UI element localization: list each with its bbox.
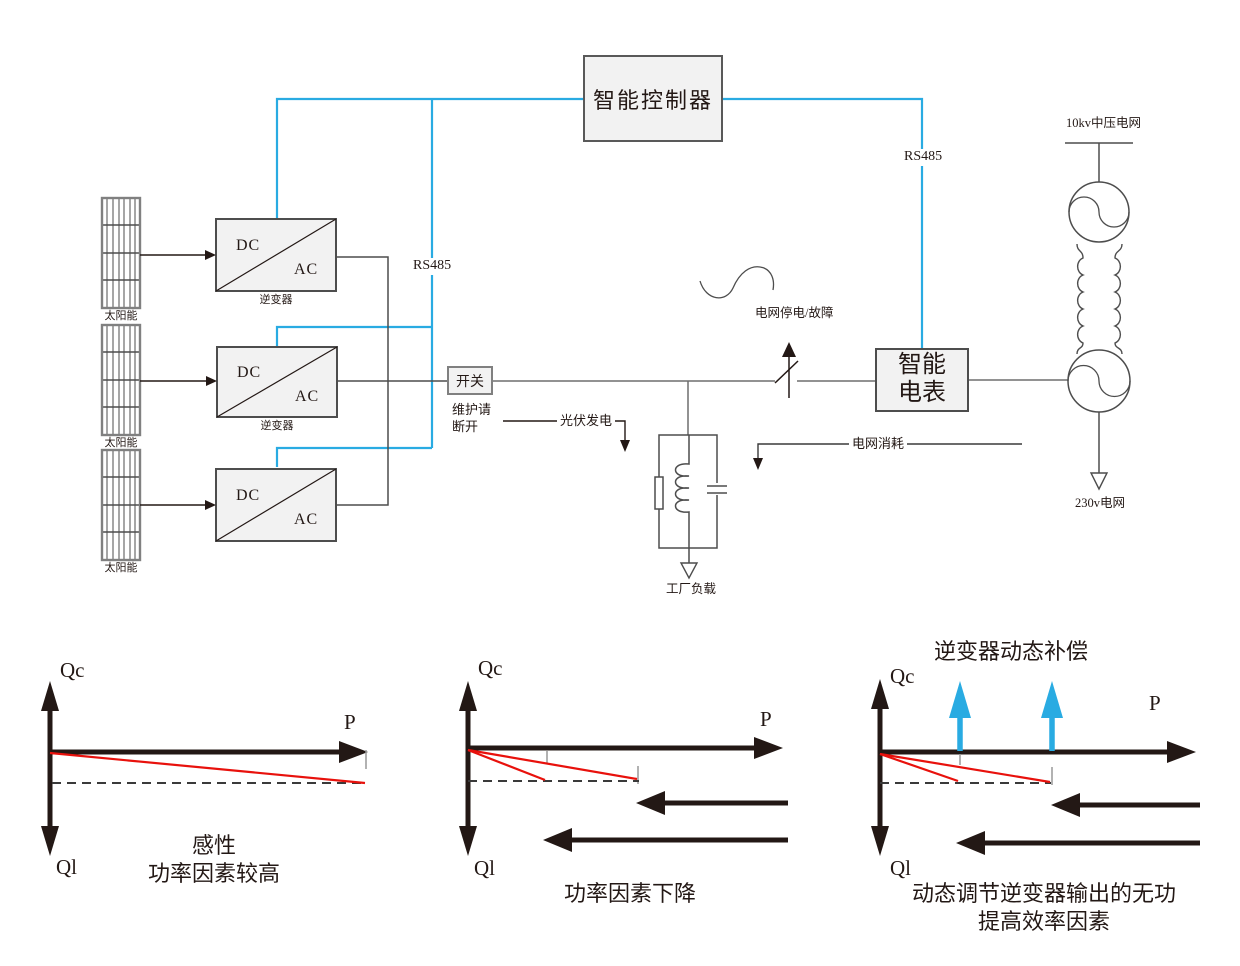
inverter-dc-label: DC [236,487,261,504]
pf-vector [49,751,366,785]
smart-meter-label-line2: 电表 [898,380,946,406]
factory-load-label: 工厂负载 [666,582,717,596]
maintenance-note-line1: 维护请 [452,402,492,417]
compensation-arrows [949,681,1063,751]
factory-load-symbol [654,434,727,580]
d2-axis-down-label: Ql [474,856,495,880]
lv-grid-arrowhead [1089,472,1109,491]
inverter-label: 逆变器 [260,420,294,432]
mv-grid-label: 10kv中压电网 [1066,116,1142,130]
inverter-label: 逆变器 [259,294,293,306]
ac-bus-wires [336,256,447,506]
vector-diagram-2 [459,681,788,856]
rs485-label-right: RS485 [901,149,946,166]
solar-panel [100,448,142,562]
grid-fault-label: 电网停电/故障 [755,306,834,320]
d2-axis-up-label: Qc [478,656,503,680]
resistor-icon [654,476,664,510]
pv-flow-annotation [503,420,630,452]
inverter-boxes [215,218,338,542]
pf-vectors [879,752,1051,784]
fault-squiggle-icon [699,266,775,299]
d1-axis-down-label: Ql [56,855,77,879]
d1-axis-right-label: P [344,710,356,734]
d3-caption: 动态调节逆变器输出的无功 提高效率因素 [911,881,1176,934]
dc-feed-arrowheads [205,250,217,510]
switch-box: 开关 [447,366,493,395]
maintenance-note-line2: 断开 [452,419,479,434]
smart-meter-label-line1: 智能 [898,352,946,379]
d1-axis-up-label: Qc [60,658,85,682]
solar-panel-label: 太阳能 [104,437,138,449]
inverter-ac-label: AC [294,261,319,278]
solar-panel [100,196,142,310]
grid-flow-annotation [753,443,1022,470]
lv-grid-label: 230v电网 [1075,496,1126,510]
rs485-signal-wires [275,97,924,467]
inverter-ac-label: AC [295,388,320,405]
grid-flow-label: 电网消耗 [849,436,908,452]
switch-label: 开关 [456,374,484,390]
solar-panel-label: 太阳能 [104,310,138,322]
vector-diagram-3 [871,679,1200,856]
solar-panel-label: 太阳能 [104,562,138,574]
d3-axis-right-label: P [1149,691,1161,715]
d3-axis-up-label: Qc [890,664,915,688]
rs485-label-left: RS485 [410,258,455,275]
main-ac-line [493,379,1068,435]
pv-flow-label: 光伏发电 [557,413,616,429]
smart-controller-box: 智能控制器 [583,55,723,142]
d3-axis-down-label: Ql [890,856,911,880]
inverter-dc-label: DC [236,237,261,254]
inverter-dc-label: DC [237,364,262,381]
smart-controller-label: 智能控制器 [592,87,713,113]
d2-axis-right-label: P [760,707,772,731]
inductor-icon [674,435,690,563]
dc-feed-lines [140,254,206,506]
inverter-ac-label: AC [294,511,319,528]
capacitor-icon [707,483,727,495]
vector-diagram-1 [41,681,368,856]
d1-caption: 感性 功率因素较高 [147,833,280,886]
d2-caption: 功率因素下降 [563,881,696,906]
solar-panel-array [100,196,142,562]
d3-title: 逆变器动态补偿 [933,639,1088,664]
utility-grid-symbol [1065,142,1133,491]
load-arrowhead [679,562,699,580]
grid-fault-breaker [699,266,799,398]
solar-panel [100,323,142,437]
smart-meter-box: 智能 电表 [875,348,969,412]
pf-vectors [467,748,638,782]
transformer-icon [1076,243,1123,355]
